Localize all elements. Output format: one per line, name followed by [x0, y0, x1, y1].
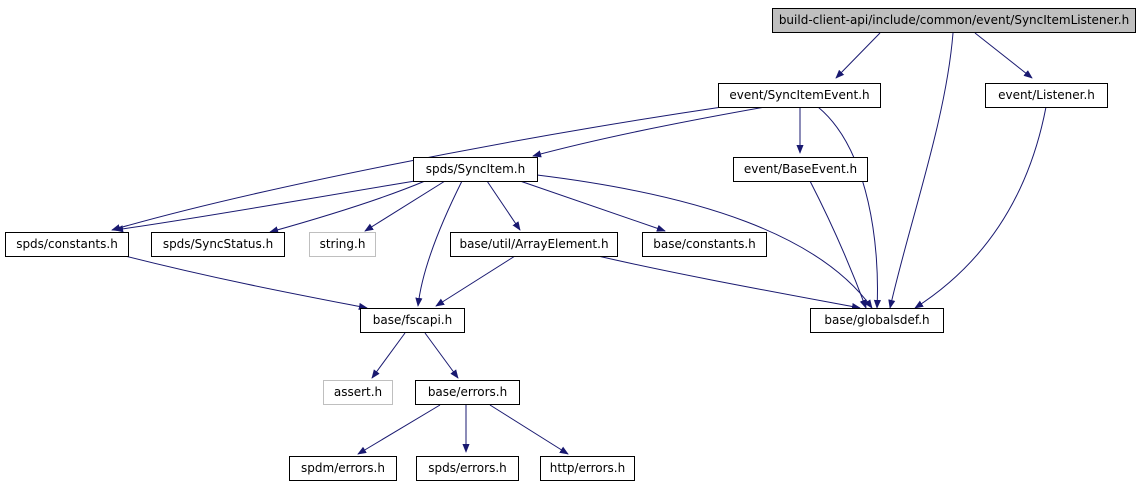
edge-base-event-to-globalsdef	[809, 180, 867, 309]
edge-fscapi-to-base-errors	[424, 332, 459, 379]
edge-root-to-listener	[974, 32, 1033, 79]
node-sync-item-h[interactable]: spds/SyncItem.h	[413, 157, 538, 182]
node-http-errors-h[interactable]: http/errors.h	[540, 456, 635, 481]
node-globalsdef-h[interactable]: base/globalsdef.h	[810, 308, 944, 333]
edge-sync-item-to-spds-constants	[114, 180, 416, 233]
edge-sync-item-to-base-constants	[519, 180, 666, 232]
node-listener-h[interactable]: event/Listener.h	[985, 83, 1108, 108]
edge-sync-item-to-fscapi	[415, 180, 463, 307]
edge-sync-item-to-sync-status	[269, 180, 426, 234]
edge-listener-to-globalsdef	[914, 106, 1047, 309]
node-sync-item-listener-h[interactable]: build-client-api/include/common/event/Sy…	[772, 8, 1136, 33]
node-string-h[interactable]: string.h	[309, 232, 376, 257]
node-sync-status-h[interactable]: spds/SyncStatus.h	[151, 232, 285, 257]
edge-sync-item-to-string-h	[364, 180, 446, 232]
edge-sync-item-to-array-element	[486, 180, 521, 231]
edge-sync-item-event-to-sync-item	[532, 106, 766, 158]
node-spds-errors-h[interactable]: spds/errors.h	[416, 456, 519, 481]
node-fscapi-h[interactable]: base/fscapi.h	[360, 308, 465, 333]
edge-root-to-globalsdef	[888, 32, 954, 309]
edge-base-errors-to-spdm-errors	[357, 404, 441, 455]
node-array-element-h[interactable]: base/util/ArrayElement.h	[450, 232, 618, 257]
edge-fscapi-to-assert-h	[371, 332, 406, 379]
node-assert-h[interactable]: assert.h	[323, 380, 393, 405]
edge-sync-item-event-to-globalsdef	[817, 106, 882, 309]
node-sync-item-event-h[interactable]: event/SyncItemEvent.h	[718, 83, 881, 108]
edge-base-errors-to-http-errors	[489, 404, 569, 455]
edge-spds-constants-to-fscapi	[124, 255, 368, 310]
node-spdm-errors-h[interactable]: spdm/errors.h	[289, 456, 397, 481]
edge-sync-item-event-to-spds-constants	[111, 106, 723, 232]
node-base-constants-h[interactable]: base/constants.h	[642, 232, 767, 257]
edge-root-to-sync-item-event	[835, 32, 881, 79]
node-base-errors-h[interactable]: base/errors.h	[415, 380, 520, 405]
edge-sync-item-to-globalsdef	[536, 174, 873, 309]
edge-array-element-to-globalsdef	[597, 255, 861, 311]
edge-array-element-to-fscapi	[435, 255, 516, 307]
node-base-event-h[interactable]: event/BaseEvent.h	[733, 157, 868, 182]
node-spds-constants-h[interactable]: spds/constants.h	[5, 232, 129, 257]
